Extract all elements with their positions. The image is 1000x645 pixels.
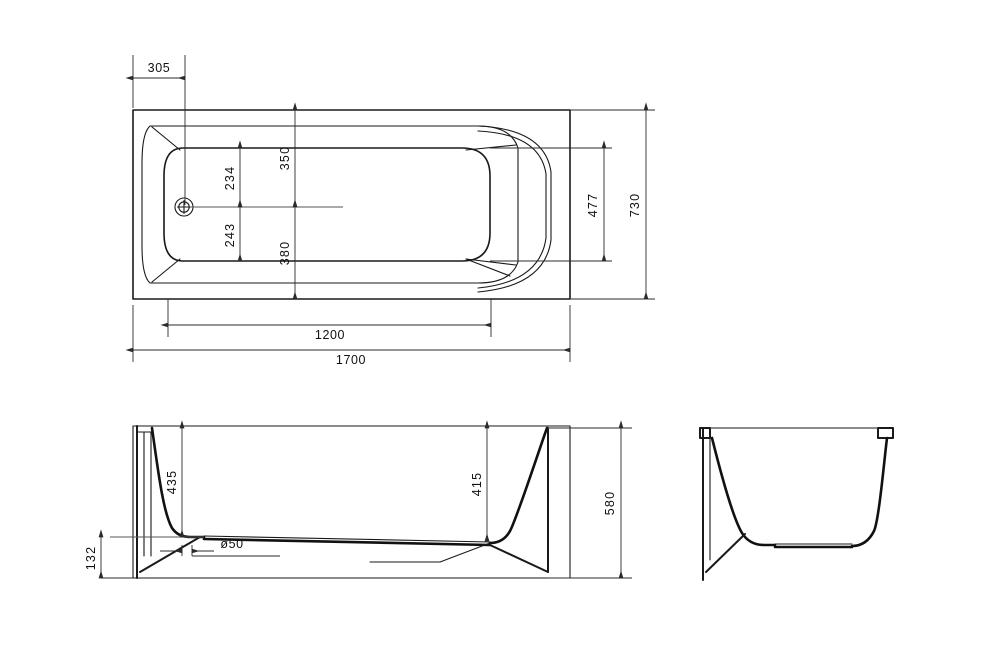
dim-label-243: 243 xyxy=(223,223,237,247)
top-view-outer-rim xyxy=(132,109,571,300)
dim-label-435: 435 xyxy=(165,470,179,494)
dim-label-580: 580 xyxy=(603,491,617,515)
front-floor-line-upper xyxy=(203,535,491,543)
dim-label-1700: 1700 xyxy=(336,353,366,367)
dim-label-730: 730 xyxy=(628,193,642,217)
top-view-taper-bottom-right xyxy=(465,258,517,266)
top-view-group: 305 234 243 350 380 477 730 1200 1700 xyxy=(125,55,655,367)
top-view-right-end-sweep-inner xyxy=(477,130,547,289)
side-view-group xyxy=(699,427,894,581)
dim-label-305: 305 xyxy=(148,61,171,75)
dim-label-d50: ø50 xyxy=(220,537,243,551)
front-view-outer-box xyxy=(132,425,571,579)
side-right-rim-tab xyxy=(877,427,894,439)
dim-label-415: 415 xyxy=(470,472,484,496)
front-apron-right-taper-thin xyxy=(439,542,491,563)
front-view-group: 435 415 132 ø50 580 xyxy=(84,420,632,579)
dim-label-350: 350 xyxy=(278,146,292,170)
top-view-taper-bottom-right-b xyxy=(465,258,511,277)
side-support-diagonal xyxy=(705,533,746,573)
top-view-taper-top-right xyxy=(465,144,517,151)
side-right-wall-profile xyxy=(850,436,889,548)
front-floor-line xyxy=(202,537,492,547)
side-left-wall-profile xyxy=(710,436,777,547)
front-apron-right-taper xyxy=(489,544,549,573)
dim-label-477: 477 xyxy=(586,193,600,217)
dim-label-1200: 1200 xyxy=(315,328,345,342)
front-apron-left-taper xyxy=(139,536,201,573)
front-right-wall-profile xyxy=(488,426,549,545)
dim-label-234: 234 xyxy=(223,166,237,190)
top-view-taper-top-left xyxy=(151,126,181,151)
top-view-basin xyxy=(163,147,491,262)
top-view-right-end-sweep xyxy=(477,125,552,293)
top-view-taper-bottom-left xyxy=(151,258,181,283)
dim-label-132: 132 xyxy=(84,546,98,570)
dim-label-380: 380 xyxy=(278,241,292,265)
